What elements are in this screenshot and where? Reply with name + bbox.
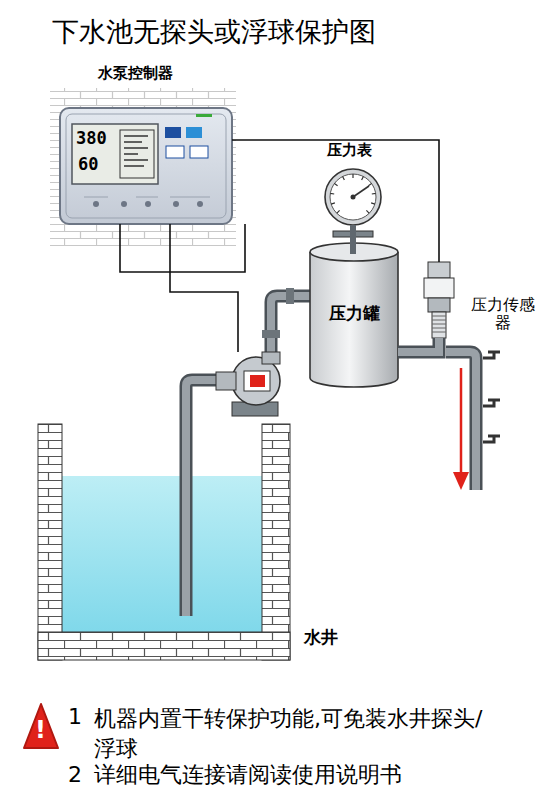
gauge-dial: 压力表 <box>325 169 381 225</box>
pressure-sensor <box>424 262 454 338</box>
sensor-body: 压力传感器 <box>424 262 454 338</box>
warning-triangle <box>24 704 58 748</box>
brick-wall <box>50 88 236 246</box>
well <box>38 424 290 660</box>
callout-number: 1 <box>68 704 82 730</box>
well-interior: 水井 <box>62 430 262 632</box>
warning-mark: ! <box>35 716 46 745</box>
suction-pipe <box>186 380 222 616</box>
power-wire <box>120 224 245 272</box>
controller-heading: 水泵控制器 <box>98 65 228 82</box>
pipe-connector <box>353 225 354 254</box>
pressure-tank <box>310 243 398 387</box>
tank-label: 压力罐 <box>310 304 398 324</box>
pipe-connector <box>398 338 439 352</box>
signal-wire <box>232 140 439 262</box>
flow-arrow <box>453 368 469 490</box>
pipe-flange <box>262 330 280 338</box>
gauge-heading: 压力表 <box>327 142 397 159</box>
note-text: 机器内置干转保护功能,可免装水井探头/浮球 <box>94 704 486 763</box>
tank-body: 压力罐 <box>310 262 398 380</box>
outlet-pipe <box>271 296 312 360</box>
sensor-heading: 压力传感器 <box>468 296 538 333</box>
controller-housing <box>60 108 232 224</box>
lcd-reading: 60 <box>78 154 98 174</box>
taps <box>483 352 500 442</box>
note-text: 详细电气连接请阅读使用说明书 <box>94 762 514 788</box>
lcd-reading: 380 <box>76 128 107 148</box>
pipe-flange <box>286 288 294 304</box>
pump-wire <box>170 224 238 352</box>
pump <box>216 352 280 416</box>
well-label: 水井 <box>304 628 364 648</box>
callout-number: 2 <box>68 762 82 788</box>
diagram-title: 下水池无探头或浮球保护图 <box>52 16 376 48</box>
outlet-line <box>446 352 476 490</box>
